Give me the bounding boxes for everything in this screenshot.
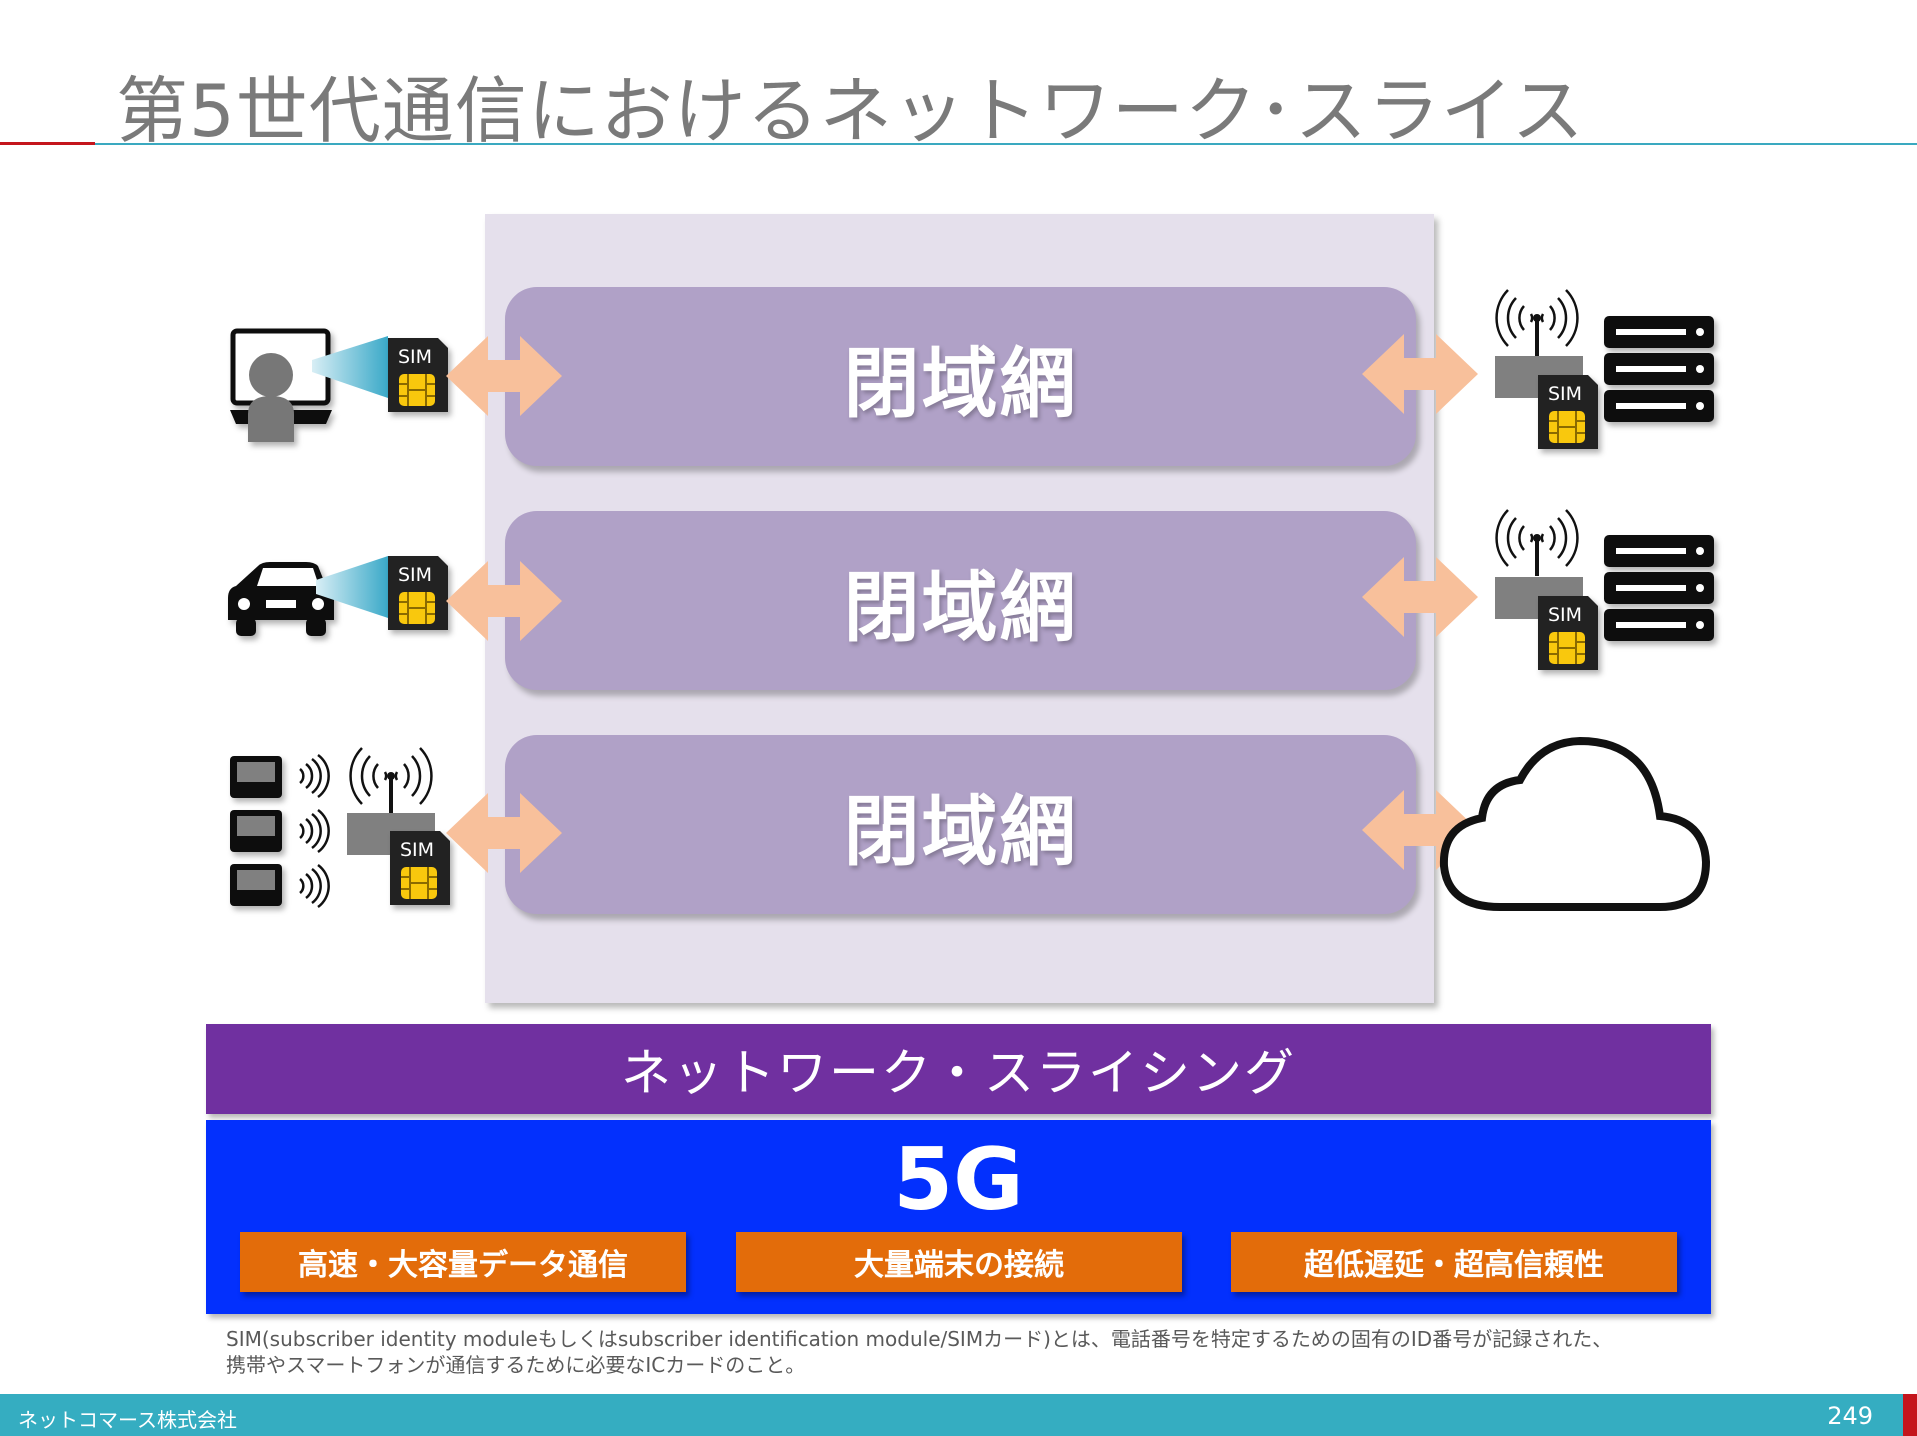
double-arrow-icon — [446, 336, 562, 416]
feature-massive-connections: 大量端末の接続 — [736, 1232, 1182, 1292]
page-title: 第5世代通信におけるネットワーク･スライス — [116, 69, 1585, 153]
double-arrow-icon — [1362, 334, 1478, 414]
sim-label: SIM — [400, 839, 434, 861]
closed-network-slice-1: 閉域網 — [505, 287, 1416, 466]
title-rule-accent — [0, 142, 95, 145]
cloud-icon — [1439, 736, 1711, 911]
signal-beam-icon — [312, 336, 388, 398]
server-rack-icon — [1604, 316, 1714, 422]
5g-band: 5G 高速・大容量データ通信 大量端末の接続 超低遅延・超高信頼性 — [206, 1120, 1711, 1314]
network-slicing-band: ネットワーク・スライシング — [206, 1024, 1711, 1114]
car-icon — [228, 562, 334, 636]
sim-label: SIM — [398, 564, 432, 586]
double-arrow-icon — [446, 561, 562, 641]
closed-network-slice-2: 閉域網 — [505, 511, 1416, 690]
footer-accent — [1903, 1394, 1917, 1436]
slice-label: 閉域網 — [843, 338, 1078, 428]
slice-label: 閉域網 — [843, 786, 1078, 876]
sim-label: SIM — [398, 346, 432, 368]
double-arrow-icon — [1362, 557, 1478, 637]
signal-beam-icon — [316, 556, 388, 618]
sim-card-icon: SIM — [1537, 374, 1599, 450]
laptop-user-icon — [230, 328, 332, 442]
footer-bar: ネットコマース株式会社 249 — [0, 1394, 1917, 1436]
footnote-line: 携帯やスマートフォンが通信するために必要なICカードのこと。 — [226, 1353, 806, 1377]
closed-network-slice-3: 閉域網 — [505, 735, 1416, 914]
sim-card-icon: SIM — [387, 337, 449, 413]
slice-label: 閉域網 — [843, 562, 1078, 652]
company-name: ネットコマース株式会社 — [18, 1408, 237, 1432]
wireless-waves-icon — [298, 753, 330, 909]
footnote-line: SIM(subscriber identity moduleもしくはsubscr… — [226, 1327, 1613, 1351]
sim-card-icon: SIM — [389, 830, 451, 906]
feature-low-latency: 超低遅延・超高信頼性 — [1231, 1232, 1677, 1292]
sim-label: SIM — [1548, 383, 1582, 405]
sim-card-icon: SIM — [1537, 595, 1599, 671]
antenna-icon — [1494, 508, 1580, 578]
sim-footnote: SIM(subscriber identity moduleもしくはsubscr… — [226, 1326, 1716, 1378]
antenna-icon — [1494, 288, 1580, 358]
antenna-icon — [348, 746, 434, 816]
sim-label: SIM — [1548, 604, 1582, 626]
feature-high-capacity: 高速・大容量データ通信 — [240, 1232, 686, 1292]
server-rack-icon — [1604, 535, 1714, 641]
title-rule — [95, 143, 1917, 145]
iot-devices-icon — [230, 756, 282, 906]
sim-card-icon: SIM — [387, 555, 449, 631]
double-arrow-icon — [446, 793, 562, 873]
page-number: 249 — [1827, 1402, 1873, 1430]
5g-label: 5G — [893, 1130, 1024, 1230]
